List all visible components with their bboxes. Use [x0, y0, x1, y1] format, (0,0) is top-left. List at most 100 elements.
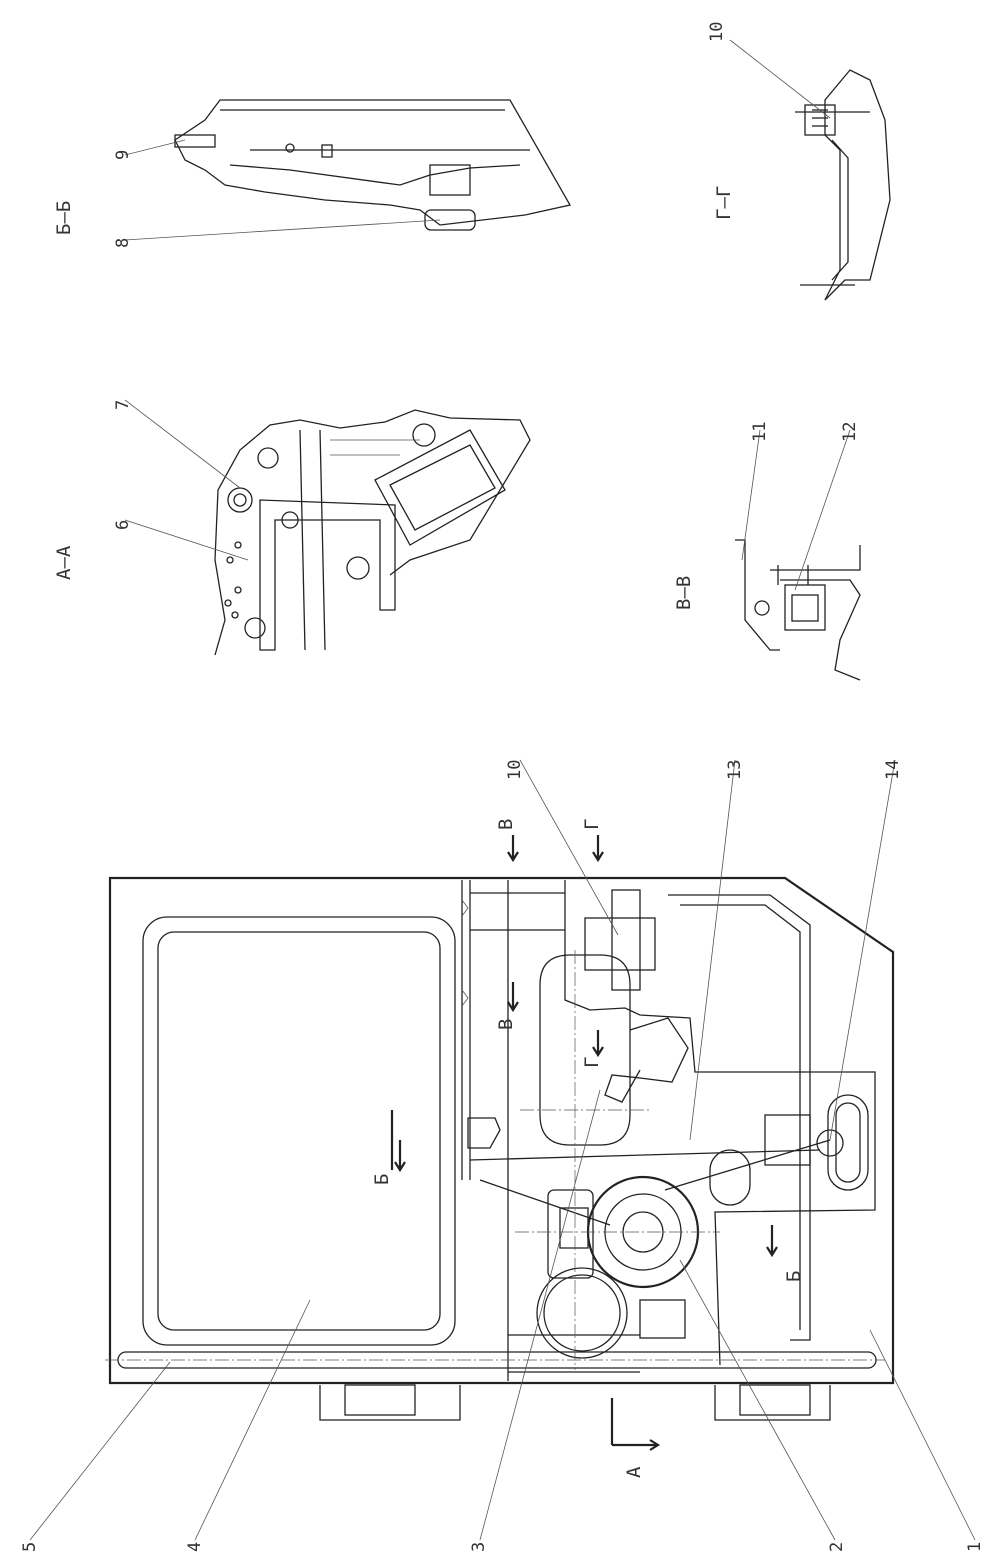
- aa-pivot-1: [227, 487, 253, 513]
- main-view: А Б Б В В Г Г: [105, 819, 895, 1478]
- gg-handle-outer: [824, 69, 891, 301]
- aa-tilted-tray: [374, 429, 506, 546]
- cutaway-polygon: [564, 880, 876, 1366]
- section-vv-view: В–В: [673, 539, 861, 681]
- cut-mark-v-top-arrow: [507, 835, 519, 863]
- slot-right-inner: [835, 1102, 861, 1183]
- latch-bracket: [584, 917, 656, 971]
- bb-pin: [285, 143, 295, 153]
- cut-mark-b-left-label: Б: [371, 1174, 393, 1185]
- motor-block-inner: [559, 1207, 589, 1249]
- vv-clamp-inner: [791, 594, 819, 622]
- leader-label-9: 9: [113, 150, 133, 160]
- leader-label-3: 3: [469, 1542, 489, 1552]
- leader-line-3: [479, 1089, 601, 1541]
- cut-mark-b-left-arrow: [394, 1140, 406, 1173]
- aa-shaft-2: [319, 429, 326, 651]
- leader-numbers: 1 2 3 4 5 6 7 8 9 10 10 11 12 13 14: [20, 22, 985, 1552]
- vv-clamp: [784, 584, 826, 631]
- leader-label-2: 2: [827, 1542, 847, 1552]
- leader-line-7: [124, 399, 241, 489]
- foot-right: [714, 1385, 831, 1421]
- section-gg-view: Г–Г: [713, 69, 891, 301]
- oval-port-small: [709, 1149, 751, 1206]
- gg-handle-inner: [831, 139, 849, 281]
- leader-label-6: 6: [113, 520, 133, 530]
- leader-label-4: 4: [185, 1542, 205, 1552]
- section-bb-view: Б–Б: [53, 99, 572, 235]
- leader-label-13: 13: [725, 760, 745, 780]
- break-line-1: [461, 899, 469, 917]
- leader-line-12: [794, 429, 851, 591]
- leader-label-14: 14: [883, 760, 903, 780]
- linkage-rod-2: [479, 1179, 611, 1226]
- leader-label-1: 1: [965, 1542, 985, 1552]
- knob-right: [816, 1129, 844, 1157]
- leader-line-10-a: [729, 39, 831, 119]
- aa-pivot-3: [346, 556, 370, 580]
- bb-panel-outer: [174, 99, 572, 226]
- aa-pivot-2: [257, 447, 279, 469]
- leader-line-8: [124, 219, 441, 241]
- leader-line-4: [194, 1299, 311, 1541]
- leader-label-8: 8: [113, 238, 133, 248]
- actuator-box: [639, 1299, 686, 1339]
- cut-mark-v-mid-label: В: [495, 1019, 517, 1030]
- vv-profile: [735, 539, 861, 681]
- inner-frame-right-2: [680, 904, 801, 1330]
- aa-hole-3: [234, 586, 242, 594]
- oblong-port-upper: [539, 954, 631, 1146]
- cut-mark-a-label: А: [623, 1466, 645, 1478]
- aa-pivot-6: [244, 617, 266, 639]
- leader-lines: [29, 39, 976, 1541]
- leader-label-12: 12: [840, 422, 860, 442]
- lever-component: [604, 1017, 689, 1103]
- aa-shaft: [299, 429, 306, 651]
- leader-line-5: [29, 1361, 171, 1541]
- section-gg-title: Г–Г: [713, 186, 735, 220]
- cut-mark-a-arrow: [612, 1439, 661, 1451]
- leader-label-5: 5: [20, 1542, 40, 1552]
- cut-mark-v-mid-arrow: [507, 982, 519, 1013]
- linkage-rod-1: [469, 1149, 821, 1161]
- leader-line-13: [689, 759, 736, 1141]
- cut-mark-b-right-label: Б: [783, 1271, 805, 1282]
- cut-mark-v-top-label: В: [495, 819, 517, 830]
- latch-body: [611, 889, 641, 991]
- aa-hole-5: [234, 541, 242, 549]
- housing-14: [764, 1114, 811, 1166]
- bb-lever: [229, 164, 521, 186]
- round-port-lower: [536, 1267, 628, 1359]
- foot-left: [319, 1385, 461, 1421]
- aa-pivot-5: [281, 511, 299, 529]
- aa-tilted-tray-inner: [389, 444, 496, 531]
- leader-label-7: 7: [113, 400, 133, 410]
- motor-block: [547, 1189, 594, 1279]
- aa-plate: [259, 499, 396, 651]
- aa-pivot-1-inner: [233, 493, 247, 507]
- leader-line-2: [679, 1259, 836, 1541]
- bb-stop: [321, 144, 333, 158]
- section-aa-title: А–А: [53, 545, 75, 580]
- gg-spring-housing: [804, 104, 836, 136]
- leader-label-11: 11: [750, 422, 770, 442]
- leader-line-1: [869, 1329, 976, 1541]
- bb-foot: [424, 209, 476, 231]
- hub-inner: [622, 1211, 664, 1253]
- leader-line-10-b: [519, 759, 619, 936]
- cut-mark-g-top-label: Г: [581, 819, 603, 830]
- aa-pivot-4: [412, 423, 436, 447]
- section-vv-title: В–В: [673, 576, 695, 610]
- leader-line-9: [124, 139, 186, 156]
- main-body-outline: [108, 876, 895, 1385]
- aa-hole-2: [224, 599, 232, 607]
- cut-mark-g-mid-label: Г: [581, 1057, 603, 1068]
- linkage-rod-3: [664, 1139, 831, 1191]
- aa-hole-4: [226, 556, 234, 564]
- leader-line-11: [741, 429, 761, 561]
- slot-right: [827, 1094, 869, 1191]
- cut-mark-g-mid-arrow: [592, 1030, 604, 1058]
- cut-mark-b-right-arrow: [766, 1225, 778, 1258]
- inner-frame-right: [668, 894, 811, 1341]
